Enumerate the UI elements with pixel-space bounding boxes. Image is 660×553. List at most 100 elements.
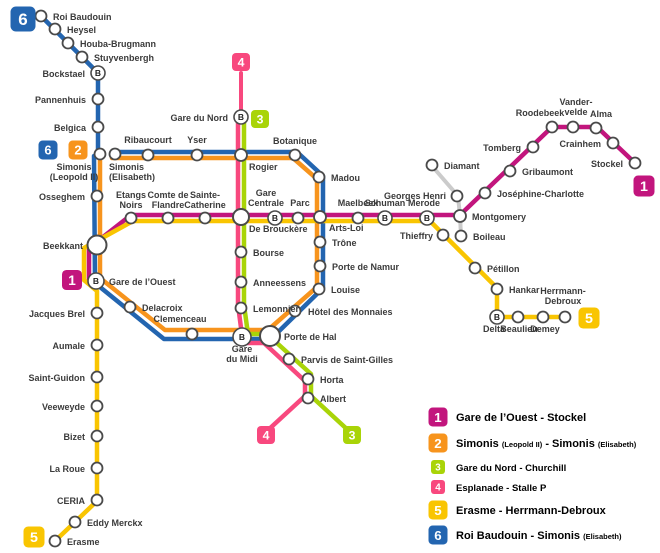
station-marker-tomberg[interactable]: [526, 140, 540, 154]
station-marker-albert[interactable]: [301, 391, 315, 405]
station-madou[interactable]: Madou: [312, 170, 361, 184]
station-bizet[interactable]: Bizet: [63, 429, 104, 443]
station-marker-ribaucourt[interactable]: [141, 148, 155, 162]
station-marker-porte-de-namur[interactable]: [313, 259, 327, 273]
station-marker-beaulieu[interactable]: [511, 310, 525, 324]
station-diamant[interactable]: Diamant: [425, 158, 480, 172]
station-hankar[interactable]: Hankar: [490, 282, 541, 296]
station-marker-etangs-noirs[interactable]: [124, 211, 138, 225]
station-rogier[interactable]: Rogier: [234, 148, 278, 172]
station-marker-lemonnier[interactable]: [234, 301, 248, 315]
station-marker-trone[interactable]: [313, 235, 327, 249]
station-delacroix[interactable]: Delacroix: [123, 300, 183, 314]
station-lemonnier[interactable]: Lemonnier: [234, 301, 300, 315]
station-marker-erasme[interactable]: [48, 534, 62, 548]
station-simonis-elisabeth[interactable]: Simonis(Elisabeth): [108, 147, 155, 183]
station-marker-sainte-catherine[interactable]: [198, 211, 212, 225]
station-marker-veeweyde[interactable]: [90, 399, 104, 413]
station-marker-gare-centrale[interactable]: [267, 210, 283, 226]
station-marker-pannenhuis[interactable]: [91, 92, 105, 106]
station-marker-bourse[interactable]: [234, 245, 248, 259]
station-marker-madou[interactable]: [312, 170, 326, 184]
station-marker-delacroix[interactable]: [123, 300, 137, 314]
station-josephine-charlotte[interactable]: Joséphine-Charlotte: [478, 186, 585, 200]
station-marker-roi-baudouin[interactable]: [34, 9, 48, 23]
station-marker-merode[interactable]: [419, 210, 435, 226]
station-beekkant[interactable]: Beekkant: [43, 234, 108, 256]
station-marker-diamant[interactable]: [425, 158, 439, 172]
station-hotel-des-monnaies[interactable]: Hôtel des Monnaies: [288, 304, 393, 318]
station-marker-petillon[interactable]: [468, 261, 482, 275]
station-belgica[interactable]: Belgica: [54, 120, 105, 134]
station-marker-horta[interactable]: [301, 372, 315, 386]
station-pannenhuis[interactable]: Pannenhuis: [35, 92, 105, 106]
station-de-brouckere[interactable]: De Brouckère: [232, 208, 308, 234]
station-marker-botanique[interactable]: [288, 148, 302, 162]
station-heysel[interactable]: Heysel: [48, 22, 97, 36]
station-sainte-catherine[interactable]: Sainte-Catherine: [184, 190, 226, 225]
station-marker-gare-de-l-ouest[interactable]: [87, 272, 105, 290]
station-marker-comte-de-flandre[interactable]: [161, 211, 175, 225]
station-marker-houba-brugmann[interactable]: [61, 36, 75, 50]
station-houba-brugmann[interactable]: Houba-Brugmann: [61, 36, 157, 50]
station-marker-stuyvenbergh[interactable]: [75, 50, 89, 64]
station-anneessens[interactable]: Anneessens: [234, 275, 307, 289]
station-ribaucourt[interactable]: Ribaucourt: [124, 135, 172, 162]
station-eddy-merckx[interactable]: Eddy Merckx: [68, 515, 143, 529]
station-tomberg[interactable]: Tomberg: [483, 140, 540, 154]
station-marker-josephine-charlotte[interactable]: [478, 186, 492, 200]
station-marker-simonis-elisabeth[interactable]: [108, 147, 122, 161]
station-montgomery[interactable]: Montgomery: [453, 209, 526, 223]
station-botanique[interactable]: Botanique: [273, 136, 317, 162]
station-vandervelde[interactable]: Vander-velde: [559, 97, 593, 134]
station-veeweyde[interactable]: Veeweyde: [42, 399, 104, 413]
station-marker-bizet[interactable]: [90, 429, 104, 443]
station-marker-anneessens[interactable]: [234, 275, 248, 289]
station-marker-hankar[interactable]: [490, 282, 504, 296]
station-parvis-de-saint-gilles[interactable]: Parvis de Saint-Gilles: [282, 352, 394, 366]
station-marker-parc[interactable]: [291, 211, 305, 225]
station-marker-aumale[interactable]: [90, 338, 104, 352]
station-marker-ceria[interactable]: [90, 493, 104, 507]
station-beaulieu[interactable]: Beaulieu: [500, 310, 538, 335]
station-roi-baudouin[interactable]: Roi Baudouin: [34, 9, 112, 23]
station-jacques-brel[interactable]: Jacques Brel: [29, 306, 104, 320]
station-boileau[interactable]: Boileau: [454, 229, 506, 243]
station-marker-jacques-brel[interactable]: [90, 306, 104, 320]
station-marker-roodebeek[interactable]: [545, 120, 559, 134]
station-marker-boileau[interactable]: [454, 229, 468, 243]
station-osseghem[interactable]: Osseghem: [39, 189, 104, 203]
station-trone[interactable]: Trône: [313, 235, 357, 249]
station-marker-beekkant[interactable]: [86, 234, 108, 256]
station-marker-schuman[interactable]: [377, 210, 393, 226]
station-petillon[interactable]: Pétillon: [468, 261, 520, 275]
station-gribaumont[interactable]: Gribaumont: [503, 164, 574, 178]
station-marker-crainhem[interactable]: [606, 136, 620, 150]
station-marker-yser[interactable]: [190, 148, 204, 162]
station-marker-hotel-des-monnaies[interactable]: [288, 304, 302, 318]
station-marker-montgomery[interactable]: [453, 209, 467, 223]
station-erasme[interactable]: Erasme: [48, 534, 100, 548]
station-stockel[interactable]: Stockel: [591, 156, 642, 170]
station-horta[interactable]: Horta: [301, 372, 345, 386]
station-marker-gare-du-midi[interactable]: [232, 327, 252, 347]
station-roodebeek[interactable]: Roodebeek: [516, 108, 566, 134]
station-marker-bockstael[interactable]: [90, 65, 106, 81]
station-marker-louise[interactable]: [312, 282, 326, 296]
station-marker-vandervelde[interactable]: [566, 120, 580, 134]
station-marker-alma[interactable]: [589, 121, 603, 135]
station-marker-rogier[interactable]: [234, 148, 248, 162]
station-marker-gare-du-nord[interactable]: [233, 109, 249, 125]
station-thieffry[interactable]: Thieffry: [400, 228, 450, 242]
station-bourse[interactable]: Bourse: [234, 245, 285, 259]
station-marker-demey[interactable]: [536, 310, 550, 324]
station-marker-stockel[interactable]: [628, 156, 642, 170]
